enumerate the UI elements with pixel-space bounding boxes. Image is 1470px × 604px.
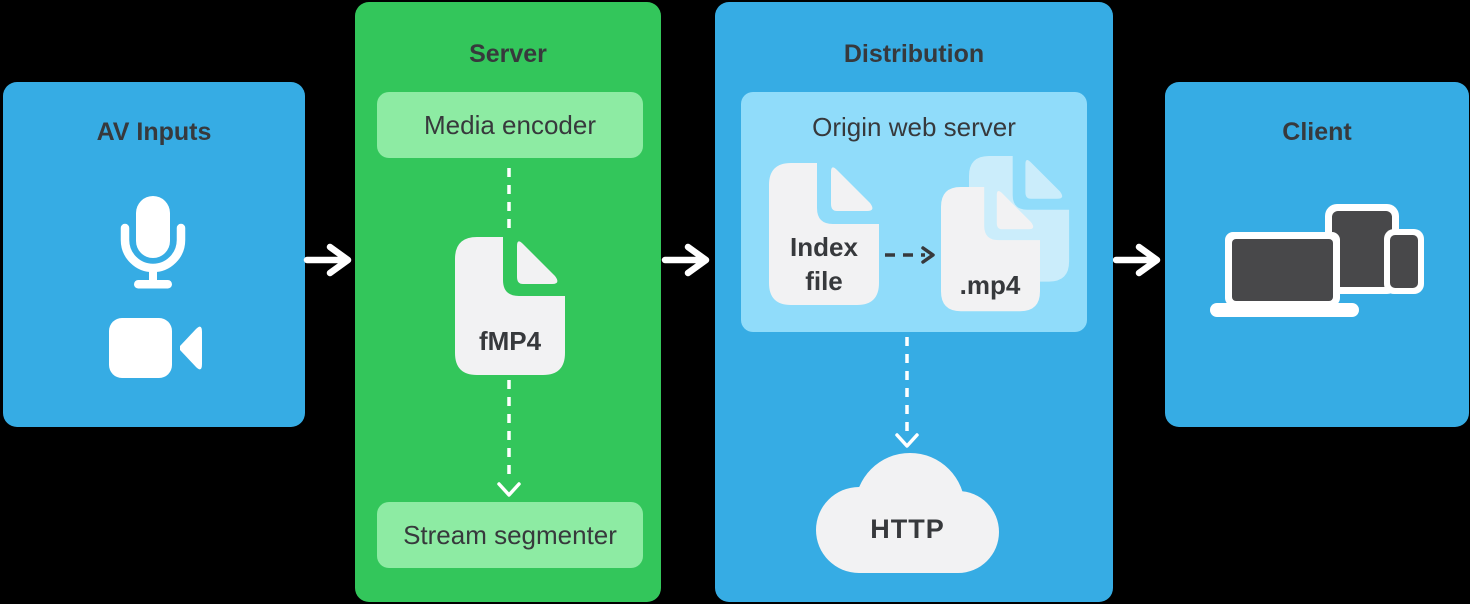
devices-icon <box>1210 204 1424 317</box>
media-encoder-chip: Media encoder <box>377 92 643 158</box>
arrow-right-icon <box>661 243 710 277</box>
origin-web-server-panel: Origin web server Index file <box>741 92 1087 332</box>
documents-stack-icon <box>941 156 1070 312</box>
server-title: Server <box>469 40 547 68</box>
dashed-arrow-down-icon <box>497 380 521 497</box>
index-file-label: Index file <box>790 232 858 296</box>
distribution-box: Distribution Origin web server Index fil… <box>715 2 1113 602</box>
microphone-icon <box>120 196 186 289</box>
server-box: Server Media encoder fMP4 Stream segment… <box>355 2 661 602</box>
video-camera-icon <box>109 318 202 378</box>
http-label: HTTP <box>870 514 945 544</box>
dashed-arrow-right-icon <box>885 246 935 264</box>
stream-segmenter-label: Stream segmenter <box>403 519 617 550</box>
dashed-connector <box>507 168 511 236</box>
stream-segmenter-chip: Stream segmenter <box>377 502 643 568</box>
distribution-title: Distribution <box>843 40 985 68</box>
mp4-file-label: .mp4 <box>959 270 1021 300</box>
fmp4-file-label: fMP4 <box>478 326 542 356</box>
av-inputs-box: AV Inputs <box>3 82 305 427</box>
document-icon <box>455 237 565 375</box>
arrow-right-icon <box>1112 243 1161 277</box>
av-inputs-title: AV Inputs <box>96 118 212 146</box>
media-encoder-label: Media encoder <box>424 109 596 140</box>
dashed-arrow-down-icon <box>895 337 919 448</box>
document-icon <box>769 163 879 305</box>
arrow-right-icon <box>303 243 352 277</box>
cloud-icon <box>816 453 999 573</box>
origin-web-server-label: Origin web server <box>812 112 1016 142</box>
client-title: Client <box>1282 118 1352 146</box>
client-box: Client <box>1165 82 1469 427</box>
